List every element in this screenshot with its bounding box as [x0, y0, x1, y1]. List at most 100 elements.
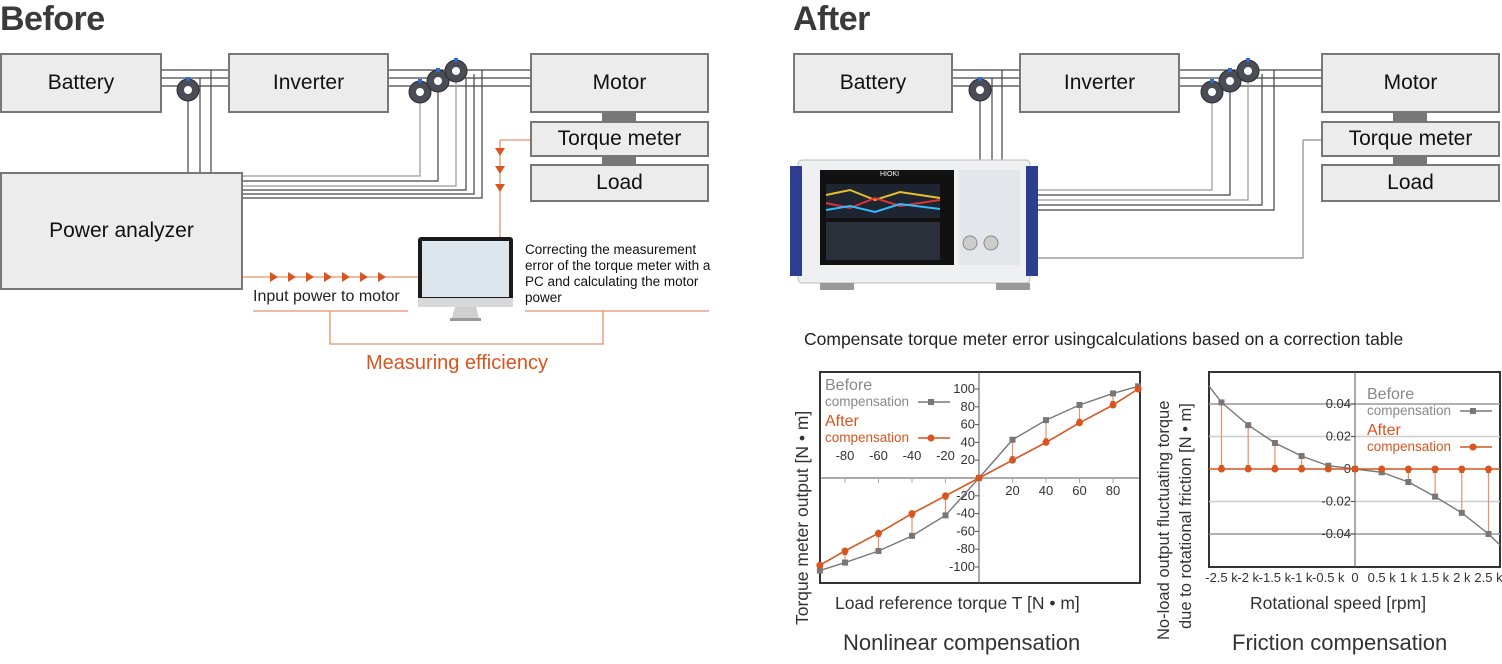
before-point	[1298, 453, 1305, 459]
y-tick-label: 100	[953, 381, 975, 396]
legend-before-marker	[928, 399, 934, 405]
after-point	[816, 561, 824, 569]
motor-box: Motor	[530, 53, 709, 113]
after-point	[1109, 401, 1117, 409]
x-tick-label: -40	[903, 448, 922, 463]
after-point	[1298, 465, 1306, 473]
y-tick-label: 0.04	[1326, 396, 1351, 411]
after-point	[1404, 465, 1412, 473]
chart1-title: Nonlinear compensation	[843, 630, 1081, 655]
after-point	[1271, 465, 1279, 473]
after-point	[1076, 419, 1083, 427]
before-point	[1076, 402, 1083, 409]
arrow-icons	[270, 148, 505, 282]
x-tick-label: 2.5 k	[1474, 570, 1502, 585]
legend-before-line1: Before	[825, 377, 872, 394]
before-point	[942, 512, 949, 519]
x-tick-label: -2.5 k	[1205, 570, 1238, 585]
after-point	[1485, 465, 1492, 473]
legend-before-line2: compensation	[1367, 403, 1451, 418]
legend-after-marker	[1469, 443, 1477, 451]
motor-box-after: Motor	[1321, 53, 1500, 113]
legend-after-line1: After	[825, 413, 859, 430]
before-point	[1245, 422, 1252, 429]
y-tick-label: 40	[961, 434, 975, 449]
before-point	[1432, 493, 1439, 500]
inverter-box-after: Inverter	[1019, 53, 1180, 113]
x-tick-label: 20	[1005, 483, 1019, 498]
y-tick-label: 80	[961, 399, 975, 414]
measuring-efficiency-label: Measuring efficiency	[366, 352, 548, 374]
after-point	[942, 492, 949, 500]
after-point	[875, 529, 882, 537]
y-tick-label: -0.02	[1321, 494, 1351, 509]
y-tick-label: -80	[956, 541, 975, 556]
after-point	[841, 547, 849, 555]
y-tick-label: 60	[961, 417, 975, 432]
y-tick-label: 0.02	[1326, 429, 1351, 444]
before-point	[816, 567, 823, 574]
x-tick-label: -0.5 k	[1312, 570, 1345, 585]
x-tick-label: 60	[1072, 483, 1086, 498]
pc-monitor-icon	[418, 237, 513, 321]
x-tick-label: -1 k	[1291, 570, 1313, 585]
before-point	[1271, 440, 1278, 446]
after-point	[1009, 456, 1016, 464]
legend-after-line2: compensation	[1367, 439, 1451, 454]
chart1-xlabel: Load reference torque T [N • m]	[835, 593, 1080, 613]
before-point	[1218, 399, 1225, 406]
battery-box: Battery	[0, 53, 162, 113]
x-tick-label: -1.5 k	[1259, 570, 1292, 585]
before-point	[909, 532, 915, 539]
chart1-ylabel: Torque meter output [N • m]	[792, 410, 812, 625]
chart2-ylabel-line2: due to rotational friction [N • m]	[1177, 403, 1195, 629]
after-point	[1458, 465, 1466, 473]
before-point	[1009, 436, 1016, 443]
y-tick-label: -0.04	[1321, 526, 1351, 541]
device-brand-label: HIOKI	[880, 171, 900, 178]
y-tick-label: -60	[956, 523, 975, 538]
legend-before-line1: Before	[1367, 386, 1414, 403]
power-analyzer-device-image	[790, 159, 1038, 290]
load-box: Load	[530, 164, 709, 202]
after-point	[1378, 465, 1386, 473]
x-tick-label: 40	[1039, 483, 1053, 498]
x-tick-label: -2 k	[1237, 570, 1259, 585]
before-point	[842, 559, 848, 566]
legend-before-line2: compensation	[825, 394, 909, 409]
y-tick-label: -100	[949, 559, 975, 574]
x-tick-label: 0.5 k	[1368, 570, 1397, 585]
pc-note: Correcting the measurement error of the …	[525, 242, 711, 305]
x-tick-label: -20	[936, 448, 955, 463]
after-point	[1042, 438, 1050, 446]
x-tick-label: -60	[869, 448, 888, 463]
before-point	[875, 547, 882, 554]
inverter-box: Inverter	[228, 53, 389, 113]
x-tick-label: 1 k	[1400, 570, 1418, 585]
before-point	[1485, 531, 1492, 537]
after-point	[1134, 385, 1142, 393]
x-tick-label: 1.5 k	[1421, 570, 1450, 585]
battery-box-after: Battery	[793, 53, 953, 113]
legend-after-marker	[927, 434, 935, 442]
after-point	[1324, 465, 1332, 473]
after-point	[975, 474, 983, 482]
x-tick-label: 2 k	[1453, 570, 1471, 585]
y-tick-label: -40	[956, 506, 975, 521]
after-point	[1218, 465, 1225, 473]
input-power-label: Input power to motor	[253, 288, 400, 305]
x-tick-label: 0	[1351, 570, 1358, 585]
legend-after-line1: After	[1367, 422, 1401, 439]
torque-meter-box-after: Torque meter	[1321, 121, 1500, 157]
chart2-ylabel-line1: No-load output fluctuating torque	[1155, 400, 1173, 640]
load-box-after: Load	[1321, 164, 1500, 202]
power-analyzer-box: Power analyzer	[0, 172, 243, 290]
chart2-title: Friction compensation	[1232, 630, 1448, 655]
x-tick-label: 80	[1106, 483, 1120, 498]
x-tick-label: -80	[836, 448, 855, 463]
legend-before-marker	[1470, 408, 1476, 414]
after-point	[908, 510, 916, 518]
after-point	[1244, 465, 1252, 473]
